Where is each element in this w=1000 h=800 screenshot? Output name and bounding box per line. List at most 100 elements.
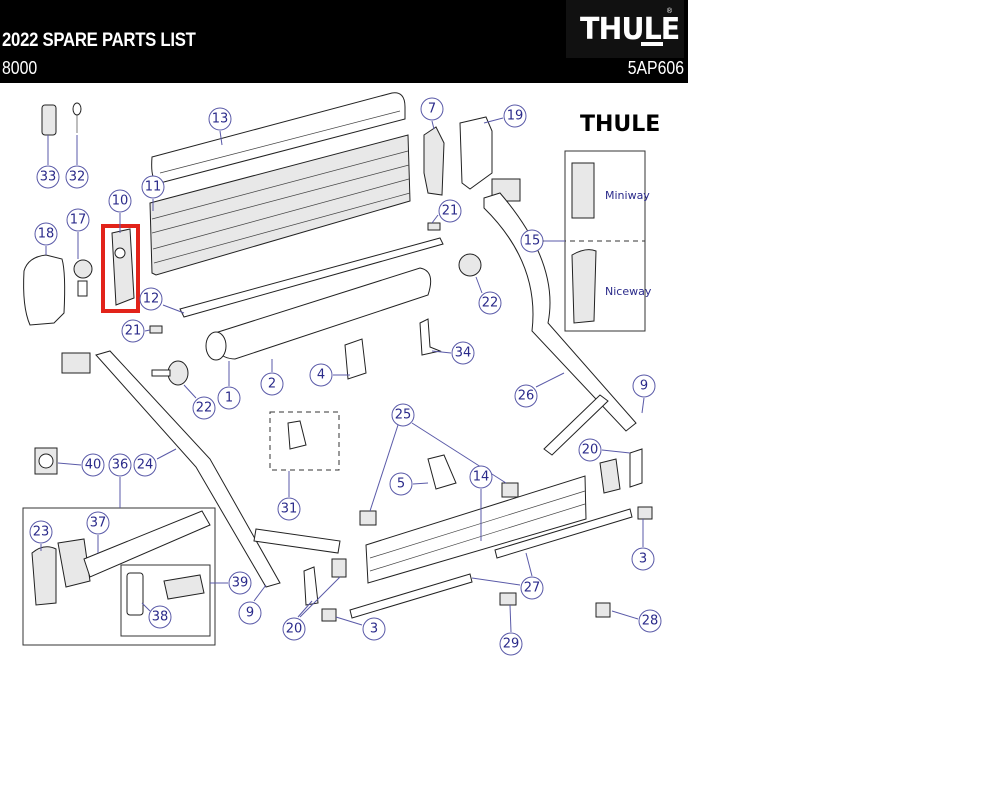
part-25-clip-right[interactable] <box>501 482 519 498</box>
part-12-front-strip[interactable] <box>179 237 444 318</box>
remote-miniway-label: Miniway <box>605 189 650 202</box>
part-34-bracket[interactable] <box>419 318 442 356</box>
part-20-end-caps-right[interactable] <box>599 448 643 494</box>
callout-20[interactable]: 20 <box>282 617 306 641</box>
part-32-strap[interactable] <box>72 102 82 133</box>
part-27-arm-set[interactable] <box>349 508 633 619</box>
part-29-clip[interactable] <box>499 592 517 606</box>
part-3-slider-right[interactable] <box>637 506 653 520</box>
part-10-gearbox[interactable] <box>101 224 140 313</box>
part-24-left-arm[interactable] <box>61 350 341 588</box>
callout-32[interactable]: 32 <box>65 165 89 189</box>
callout-number: 15 <box>524 234 541 249</box>
callout-33[interactable]: 33 <box>36 165 60 189</box>
callout-36[interactable]: 36 <box>108 453 132 477</box>
callout-number: 33 <box>40 170 57 185</box>
callout-number: 20 <box>582 443 599 458</box>
callout-22[interactable]: 22 <box>192 396 216 420</box>
callout-28[interactable]: 28 <box>638 609 662 633</box>
callout-number: 36 <box>112 458 129 473</box>
callout-13[interactable]: 13 <box>208 107 232 131</box>
callout-21[interactable]: 21 <box>438 199 462 223</box>
callout-number: 37 <box>90 516 107 531</box>
callout-circle <box>81 453 105 477</box>
callout-11[interactable]: 11 <box>141 175 165 199</box>
callout-27[interactable]: 27 <box>520 576 544 600</box>
callout-2[interactable]: 2 <box>260 372 284 396</box>
part-17-crank-bearing[interactable] <box>73 259 93 297</box>
callout-5[interactable]: 5 <box>389 472 413 496</box>
callout-circle <box>36 165 60 189</box>
part-31-kit[interactable] <box>269 411 340 471</box>
callout-circle <box>520 576 544 600</box>
callout-10[interactable]: 10 <box>108 189 132 213</box>
callout-25[interactable]: 25 <box>391 403 415 427</box>
callout-23[interactable]: 23 <box>29 520 53 544</box>
callout-39[interactable]: 39 <box>228 571 252 595</box>
part-18-end-cap[interactable] <box>23 254 66 326</box>
callout-20[interactable]: 20 <box>578 438 602 462</box>
callout-21[interactable]: 21 <box>121 319 145 343</box>
part-4-wall-bracket[interactable] <box>344 338 367 380</box>
callout-24[interactable]: 24 <box>133 453 157 477</box>
part-21-clip-left[interactable] <box>149 325 163 334</box>
callout-circle <box>469 465 493 489</box>
callout-34[interactable]: 34 <box>451 341 475 365</box>
callout-18[interactable]: 18 <box>34 222 58 246</box>
part-22-end-plug-left[interactable] <box>151 360 189 386</box>
callout-14[interactable]: 14 <box>469 465 493 489</box>
callout-15[interactable]: 15 <box>520 229 544 253</box>
callout-circle <box>66 208 90 232</box>
callout-number: 3 <box>639 552 647 567</box>
part-2-fabric[interactable] <box>214 267 432 360</box>
part-36-motor-kit[interactable] <box>22 507 216 646</box>
part-5-front-bracket[interactable] <box>427 454 457 490</box>
model-number: 8000 <box>2 58 38 78</box>
part-33-bracket[interactable] <box>41 104 57 136</box>
part-1-roller-tube[interactable] <box>205 331 227 361</box>
part-11-case-profile[interactable] <box>149 134 411 276</box>
part-25-clip-left[interactable] <box>359 510 377 526</box>
callout-31[interactable]: 31 <box>277 497 301 521</box>
part-22-end-plug-right[interactable] <box>458 253 482 277</box>
callout-40[interactable]: 40 <box>81 453 105 477</box>
callout-circle <box>520 229 544 253</box>
callout-number: 18 <box>38 227 55 242</box>
callout-19[interactable]: 19 <box>503 104 527 128</box>
callout-12[interactable]: 12 <box>139 287 163 311</box>
callout-circle <box>208 107 232 131</box>
callout-number: 9 <box>246 606 254 621</box>
part-26-right-arm[interactable] <box>483 178 637 456</box>
part-14-front-profile[interactable] <box>365 475 587 584</box>
part-40-switch[interactable] <box>34 447 58 475</box>
exploded-parts-diagram: THULE <box>22 92 662 656</box>
callout-37[interactable]: 37 <box>86 511 110 535</box>
part-13-cover-profile[interactable] <box>151 92 406 184</box>
callout-17[interactable]: 17 <box>66 208 90 232</box>
callout-circle <box>260 372 284 396</box>
callout-26[interactable]: 26 <box>514 384 538 408</box>
part-7-bracket[interactable] <box>423 126 445 196</box>
callout-3[interactable]: 3 <box>362 617 386 641</box>
callout-1[interactable]: 1 <box>217 386 241 410</box>
callout-4[interactable]: 4 <box>309 363 333 387</box>
callout-22[interactable]: 22 <box>478 291 502 315</box>
part-15-remote-box[interactable]: Miniway Niceway <box>543 150 652 332</box>
callout-29[interactable]: 29 <box>499 632 523 656</box>
callout-number: 17 <box>70 213 87 228</box>
header-bar: 2022 SPARE PARTS LIST 8000 5AP606 THULE … <box>0 0 688 83</box>
callout-9[interactable]: 9 <box>632 374 656 398</box>
callout-3[interactable]: 3 <box>631 547 655 571</box>
part-28-clip[interactable] <box>595 602 611 618</box>
callout-number: 34 <box>455 346 472 361</box>
callout-38[interactable]: 38 <box>148 605 172 629</box>
callout-9[interactable]: 9 <box>238 601 262 625</box>
part-3-slider-left[interactable] <box>321 608 337 622</box>
part-20-end-caps-left[interactable] <box>303 558 347 606</box>
callout-number: 19 <box>507 109 524 124</box>
remote-niceway-label: Niceway <box>605 285 652 298</box>
part-21-clip-right[interactable] <box>427 222 441 231</box>
part-19-end-cap-right[interactable] <box>459 116 493 190</box>
callout-7[interactable]: 7 <box>420 97 444 121</box>
